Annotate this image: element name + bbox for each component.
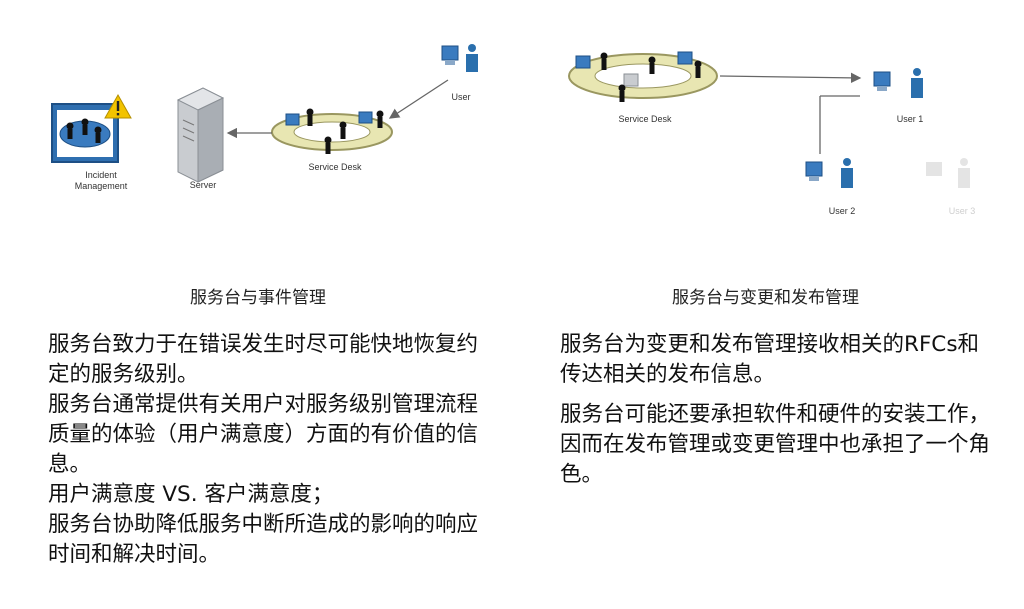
user1-icon (873, 68, 923, 98)
incident-management-diagram: Incident Management Server Service Desk … (38, 40, 518, 215)
service-desk-ring (271, 108, 393, 154)
left-text-column: 服务台致力于在错误发生时尽可能快地恢复约定的服务级别。 服务台通常提供有关用户对… (48, 330, 498, 570)
service-desk-computer-icon (575, 51, 693, 87)
change-release-diagram-svg (568, 51, 970, 188)
service-desk-label: Service Desk (308, 162, 362, 172)
user-label: User (451, 92, 471, 102)
right-text-column: 服务台为变更和发布管理接收相关的RFCs和传达相关的发布信息。 服务台可能还要承… (560, 330, 1000, 490)
service-desk-label: Service Desk (618, 114, 672, 124)
service-desk-people-icon (600, 52, 702, 102)
server-label: Server (189, 180, 217, 190)
user3-label: User 3 (948, 206, 976, 216)
user-icon (441, 44, 478, 72)
incident-management-label: Incident Management (74, 170, 128, 191)
service-desk-people-icon (306, 108, 384, 154)
user2-icon (805, 158, 853, 188)
change-release-diagram: Service Desk User 1 User 2 User 3 (560, 30, 1000, 230)
service-desk-computer-icon (285, 111, 373, 126)
left-paragraph-3: 用户满意度 VS. 客户满意度； (48, 482, 334, 507)
user1-label: User 1 (896, 114, 924, 124)
left-paragraph-2: 服务台通常提供有关用户对服务级别管理流程质量的体验（用户满意度）方面的有价值的信… (48, 392, 479, 477)
left-paragraph-1: 服务台致力于在错误发生时尽可能快地恢复约定的服务级别。 (48, 332, 479, 387)
caption-incident-management: 服务台与事件管理 (190, 288, 326, 308)
user2-label: User 2 (828, 206, 856, 216)
server-icon (176, 87, 225, 183)
service-desk-ring (568, 51, 718, 102)
warning-icon (104, 93, 132, 119)
right-paragraph-1: 服务台为变更和发布管理接收相关的RFCs和传达相关的发布信息。 (560, 332, 980, 387)
left-paragraph-4: 服务台协助降低服务中断所造成的影响的响应时间和解决时间。 (48, 512, 479, 567)
caption-change-release-management: 服务台与变更和发布管理 (672, 288, 859, 308)
incident-diagram-svg (51, 44, 478, 183)
user3-icon (926, 158, 970, 188)
right-paragraph-2: 服务台可能还要承担软件和硬件的安装工作，因而在发布管理或变更管理中也承担了一个角… (560, 402, 991, 487)
